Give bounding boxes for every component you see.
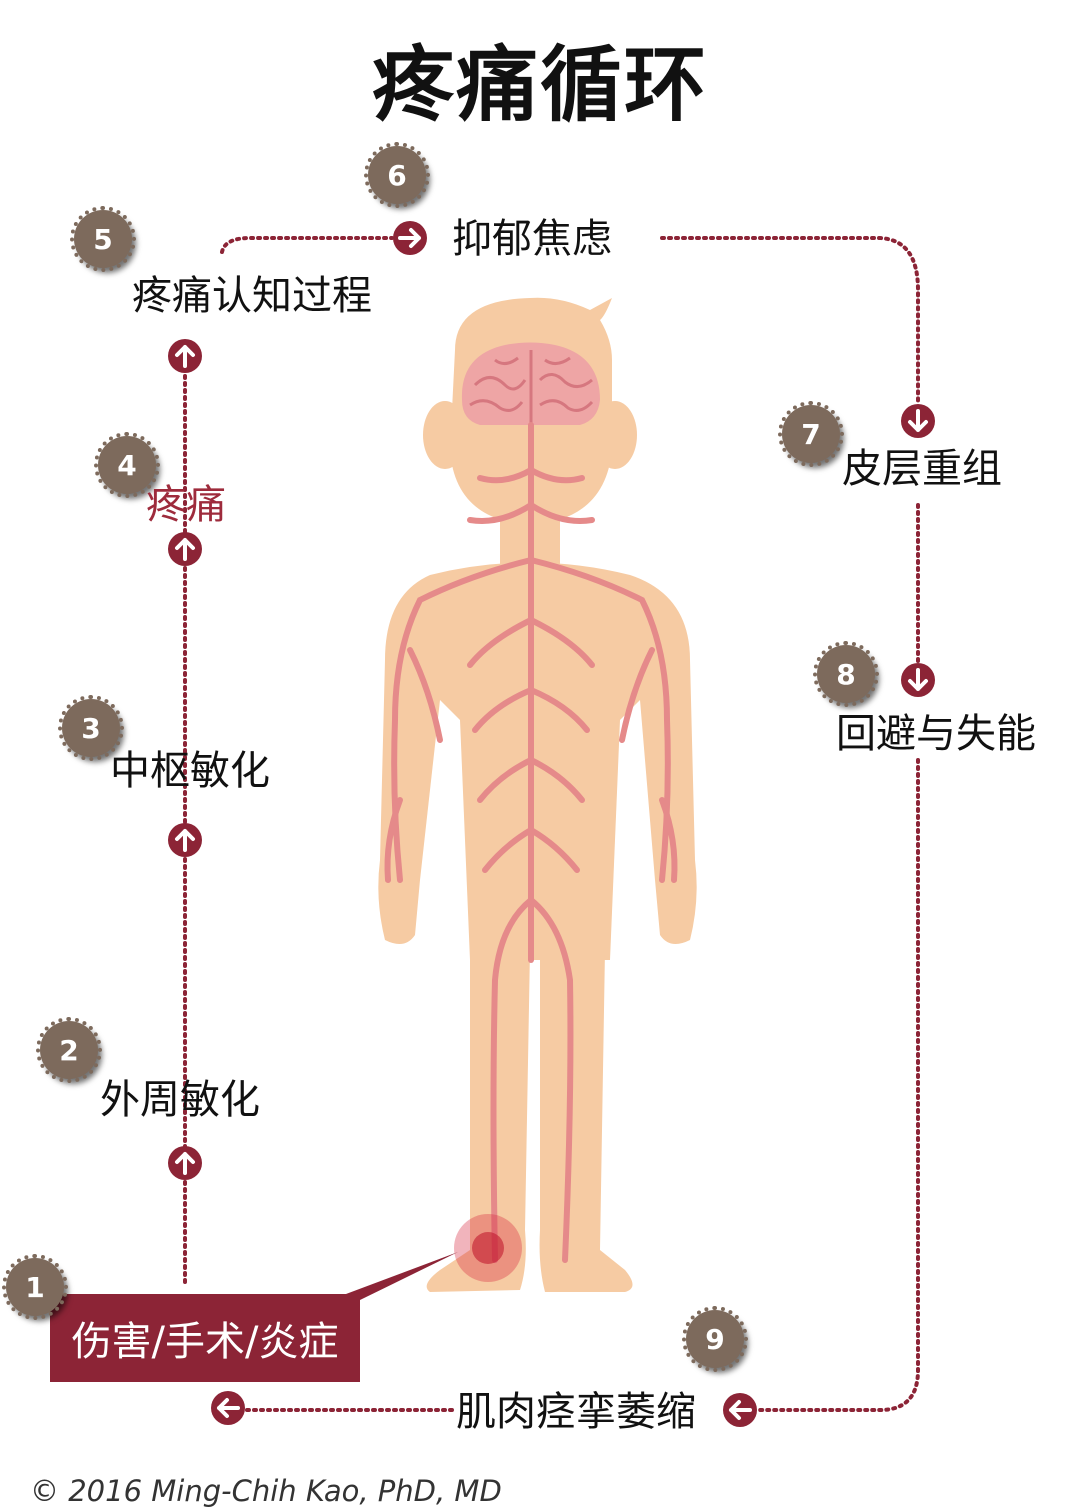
step-6-badge: 6 — [364, 142, 430, 208]
arrow-right-icon — [393, 221, 427, 255]
step-9-label: 肌肉痉挛萎缩 — [456, 1389, 696, 1435]
step-3-badge: 3 — [58, 695, 124, 761]
step-8-label: 回避与失能 — [836, 711, 1036, 757]
arrow-up-icon — [168, 1146, 202, 1180]
injury-pointer — [330, 1252, 458, 1300]
arrow-left-icon — [211, 1391, 245, 1425]
copyright: © 2016 Ming-Chih Kao, PhD, MD — [30, 1474, 502, 1508]
cycle-path — [183, 236, 920, 1412]
arrow-up-icon — [168, 339, 202, 373]
step-8-badge: 8 — [813, 641, 879, 707]
step-2-badge: 2 — [36, 1017, 102, 1083]
step-4-badge: 4 — [94, 432, 160, 498]
step-1-badge: 1 — [2, 1254, 68, 1320]
diagram-title: 疼痛循环 — [371, 38, 708, 133]
arrow-up-icon — [168, 532, 202, 566]
arrow-left-icon — [723, 1393, 757, 1427]
step-4-label: 疼痛 — [146, 482, 226, 528]
arrow-down-icon — [901, 663, 935, 697]
step-7-label: 皮层重组 — [842, 446, 1002, 492]
step-6-label: 抑郁焦虑 — [452, 216, 612, 262]
arrow-down-icon — [901, 404, 935, 438]
human-figure — [378, 297, 697, 1292]
arrow-up-icon — [168, 823, 202, 857]
step-5-label: 疼痛认知过程 — [132, 273, 372, 319]
step-7-badge: 7 — [778, 401, 844, 467]
step-5-badge: 5 — [70, 206, 136, 272]
step-3-label: 中枢敏化 — [110, 748, 270, 794]
step-9-badge: 9 — [682, 1306, 748, 1372]
step-2-label: 外周敏化 — [100, 1077, 260, 1123]
step-1-label-box: 伤害/手术/炎症 — [50, 1294, 360, 1382]
step-1-label: 伤害/手术/炎症 — [71, 1319, 339, 1365]
